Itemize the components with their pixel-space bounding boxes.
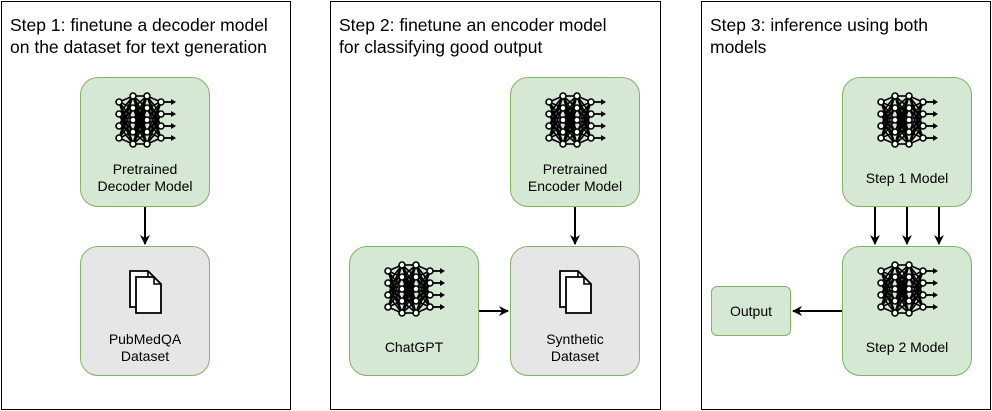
- pubmedqa-dataset-node: PubMedQA Dataset: [80, 246, 210, 376]
- neural-network-icon: [545, 92, 606, 148]
- neural-network-icon: [115, 92, 176, 148]
- output-node: Output: [711, 286, 791, 336]
- synthetic-dataset-node: Synthetic Dataset: [510, 246, 640, 376]
- pretrained-encoder-node: Pretrained Encoder Model: [510, 77, 640, 207]
- output-label: Output: [729, 303, 773, 319]
- synthetic-dataset-label: Synthetic Dataset: [546, 331, 604, 364]
- neural-network-icon: [877, 261, 938, 317]
- documents-icon: [559, 270, 592, 314]
- pretrained-decoder-label: Pretrained Decoder Model: [97, 161, 193, 194]
- pubmedqa-dataset-label: PubMedQA Dataset: [108, 331, 182, 364]
- step2-model-node: Step 2 Model: [842, 246, 972, 376]
- chatgpt-node: ChatGPT: [349, 246, 479, 376]
- panel-title-step-3: Step 3: inference using both models: [710, 15, 928, 57]
- panel-title-step-2: Step 2: finetune an encoder model for cl…: [339, 15, 607, 57]
- neural-network-icon: [877, 92, 938, 148]
- step2-model-label: Step 2 Model: [865, 339, 949, 355]
- neural-network-icon: [384, 261, 445, 317]
- step1-model-label: Step 1 Model: [865, 170, 949, 186]
- panel-title-step-1: Step 1: finetune a decoder model on the …: [10, 15, 268, 57]
- step1-model-node: Step 1 Model: [842, 77, 972, 207]
- chatgpt-label: ChatGPT: [384, 339, 444, 355]
- pretrained-decoder-node: Pretrained Decoder Model: [80, 77, 210, 207]
- pretrained-encoder-label: Pretrained Encoder Model: [527, 161, 623, 194]
- documents-icon: [129, 270, 162, 314]
